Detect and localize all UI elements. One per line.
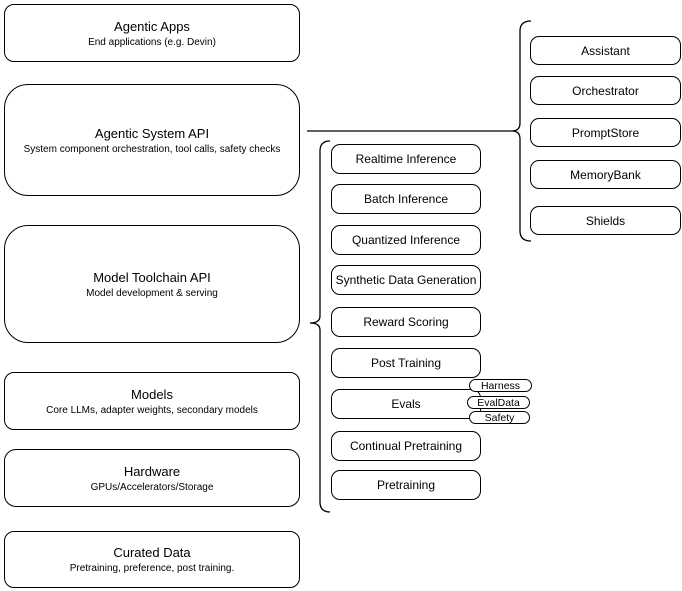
- node-subtitle: Core LLMs, adapter weights, secondary mo…: [46, 404, 258, 416]
- node-post-training: Post Training: [331, 348, 481, 378]
- node-label: Reward Scoring: [363, 315, 449, 329]
- node-label: PromptStore: [571, 125, 640, 140]
- node-label: Pretraining: [376, 478, 436, 492]
- node-model-toolchain-api: Model Toolchain API Model development & …: [4, 225, 300, 343]
- node-label: Batch Inference: [363, 192, 449, 206]
- node-subtitle: System component orchestration, tool cal…: [23, 143, 281, 155]
- node-title: Curated Data: [113, 545, 191, 560]
- node-realtime-inference: Realtime Inference: [331, 144, 481, 174]
- node-label: Continual Pretraining: [349, 439, 463, 453]
- node-pretraining: Pretraining: [331, 470, 481, 500]
- node-subtitle: GPUs/Accelerators/Storage: [90, 481, 214, 493]
- node-label: Synthetic Data Generation: [335, 273, 477, 287]
- node-title: Agentic System API: [94, 125, 210, 141]
- tag-harness: Harness: [469, 379, 532, 392]
- node-title: Agentic Apps: [114, 18, 190, 34]
- node-label: Evals: [391, 397, 421, 411]
- tag-label: Harness: [480, 379, 521, 392]
- node-label: Shields: [585, 213, 626, 228]
- node-agentic-apps: Agentic Apps End applications (e.g. Devi…: [4, 4, 300, 62]
- tag-label: EvalData: [477, 396, 520, 409]
- node-batch-inference: Batch Inference: [331, 184, 481, 214]
- node-agentic-system-api: Agentic System API System component orch…: [4, 84, 300, 196]
- tag-evaldata: EvalData: [467, 396, 530, 409]
- node-label: Orchestrator: [572, 83, 639, 98]
- node-memorybank: MemoryBank: [530, 160, 681, 189]
- node-label: MemoryBank: [570, 167, 641, 182]
- node-subtitle: Model development & serving: [86, 287, 218, 299]
- node-continual-pretraining: Continual Pretraining: [331, 431, 481, 461]
- system-group-bracket: [511, 20, 532, 242]
- node-assistant: Assistant: [530, 36, 681, 65]
- node-label: Realtime Inference: [355, 152, 457, 166]
- node-title: Model Toolchain API: [93, 269, 211, 285]
- node-promptstore: PromptStore: [530, 118, 681, 147]
- tag-label: Safety: [484, 411, 515, 424]
- node-evals: Evals: [331, 389, 481, 419]
- node-quantized-inference: Quantized Inference: [331, 225, 481, 255]
- node-synthetic-data-generation: Synthetic Data Generation: [331, 265, 481, 295]
- node-orchestrator: Orchestrator: [530, 76, 681, 105]
- node-reward-scoring: Reward Scoring: [331, 307, 481, 337]
- node-models: Models Core LLMs, adapter weights, secon…: [4, 372, 300, 430]
- node-label: Post Training: [370, 356, 442, 370]
- node-title: Hardware: [123, 463, 181, 479]
- node-hardware: Hardware GPUs/Accelerators/Storage: [4, 449, 300, 507]
- node-subtitle: Pretraining, preference, post training.: [69, 563, 235, 574]
- node-label: Quantized Inference: [351, 233, 461, 247]
- toolchain-group-bracket: [309, 140, 331, 513]
- node-shields: Shields: [530, 206, 681, 235]
- node-subtitle: End applications (e.g. Devin): [88, 36, 216, 48]
- node-title: Models: [131, 386, 173, 402]
- tag-safety: Safety: [469, 411, 530, 424]
- node-label: Assistant: [581, 43, 630, 58]
- node-curated-data: Curated Data Pretraining, preference, po…: [4, 531, 300, 588]
